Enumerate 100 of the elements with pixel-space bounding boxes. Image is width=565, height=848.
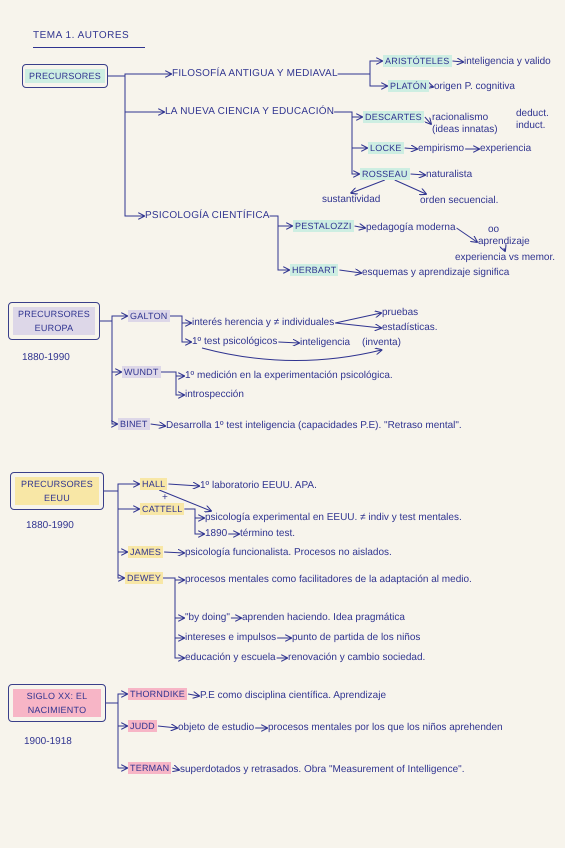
arrow [350,180,386,195]
author-name: ROSSEAU [360,168,410,180]
note-text: inteligencia [300,337,350,349]
note-text: origen P. cognitiva [434,81,515,93]
arrow [150,421,166,430]
note-text: aprenden haciendo. Idea pragmática [242,612,405,624]
note-text: esquemas y aprendizaje significa [362,267,510,279]
author-name: JAMES [128,546,164,558]
arrow [354,222,366,231]
note-text: orden secuencial. [420,195,498,207]
author-name: GALTON [128,310,170,322]
section-heading: PRECURSORES EEUU [15,477,99,505]
note-text: procesos mentales como facilitadores de la adaptación al medio. [185,574,525,586]
arrow [452,57,464,66]
note-text: término test. [240,528,296,540]
author-name: PLATÓN [388,80,429,92]
arrow [404,144,418,153]
arrow [202,347,383,361]
arrow [464,144,480,154]
author-name: JUDD [128,720,157,732]
arrow [278,338,300,347]
arrow [108,76,146,220]
arrow [168,482,200,490]
note-text: Desarrolla 1º test inteligencia (capacidades P.E). "Retraso mental". [166,420,462,432]
note-text: experiencia vs memor. [455,252,556,264]
arrow [106,702,128,772]
note-text: experiencia [480,143,532,155]
author-name: PESTALOZZI [293,220,354,232]
note-text: "by doing" [185,612,230,624]
note-text: LA NUEVA CIENCIA Y EDUCACIÓN [165,106,334,118]
note-text: 1º medición en la experimentación psicológica. [185,370,393,382]
note-text: pruebas [382,307,418,319]
author-name: CATTELL [140,503,184,515]
author-name: HALL [140,478,168,490]
arrow [169,316,192,346]
note-text: naturalista [426,169,472,181]
arrow [334,310,382,324]
section-box [8,302,100,340]
note-text: objeto de estudio [178,722,254,734]
note-text: racionalismo (ideas innatas) [432,112,514,136]
note-text: interés herencia y ≠ individuales [192,317,334,329]
note-text: renovación y cambio sociedad. [288,652,426,664]
title: TEMA 1. AUTORES [33,28,146,48]
author-name: THORNDIKE [128,688,188,700]
section-heading: SIGLO XX: EL NACIMIENTO [13,689,101,717]
note-text: educación y escuela [185,652,276,664]
note-text: empirismo [418,143,464,155]
arrow [334,112,360,178]
author-name: BINET [118,418,150,430]
note-text: FILOSOFÍA ANTIGUA Y MEDIAVAL [172,68,338,80]
side-note: 1880-1990 [22,352,70,364]
author-name: HERBART [290,264,338,276]
note-text: inteligencia y valido [464,56,551,68]
arrow [184,508,206,538]
note-mark: + [162,492,168,504]
note-text: pedagogía moderna [366,222,456,234]
note-text: estadísticas. [382,322,438,334]
author-name: WUNDT [122,366,161,378]
arrow [162,578,186,662]
section-box [22,64,108,88]
section-heading: PRECURSORES EUROPA [13,307,95,335]
arrow [158,490,212,512]
arrow [160,372,186,400]
arrow [100,320,118,428]
note-text: 1890 [205,528,228,540]
arrow [164,548,186,557]
author-name: TERMAN [128,762,172,774]
author-name: DESCARTES [363,111,424,123]
note-text: psicología funcionalista. Procesos no aislados. [185,547,392,559]
note-text: sustantividad [322,194,380,206]
section-box [10,472,104,510]
arrow [456,228,478,244]
author-name: LOCKE [368,142,404,154]
arrow [337,74,388,90]
note-text: (inventa) [362,337,401,349]
side-note: 1900-1918 [24,736,72,748]
arrow [188,690,200,699]
arrow [424,116,432,126]
note-text: procesos mentales por los que los niños aprehenden [268,722,518,734]
note-text: PSICOLOGÍA CIENTÍFICA [145,210,270,222]
section-box [8,684,106,722]
arrow [394,180,428,196]
note-text: superdotados y retrasados. Obra "Measurement of Intelligence". [180,764,464,776]
note-text: introspección [185,389,244,401]
side-note: induct. [516,120,546,132]
author-name: DEWEY [125,572,164,584]
arrow [228,530,240,538]
arrow [230,614,242,622]
arrow [254,724,268,732]
arrow [334,322,382,332]
note-text: aprendizaje [478,236,530,248]
arrow [157,723,178,732]
note-text: 1º test psicológicos [192,336,278,348]
arrow [172,764,180,772]
note-text: intereses e impulsos [185,632,276,644]
note-text: punto de partida de los niños [292,632,420,644]
arrow [104,490,126,582]
note-text: 1º laboratorio EEUU. APA. [200,480,317,492]
note-text: P.E como disciplina científica. Aprendizaje [200,690,386,702]
arrow [499,244,507,252]
